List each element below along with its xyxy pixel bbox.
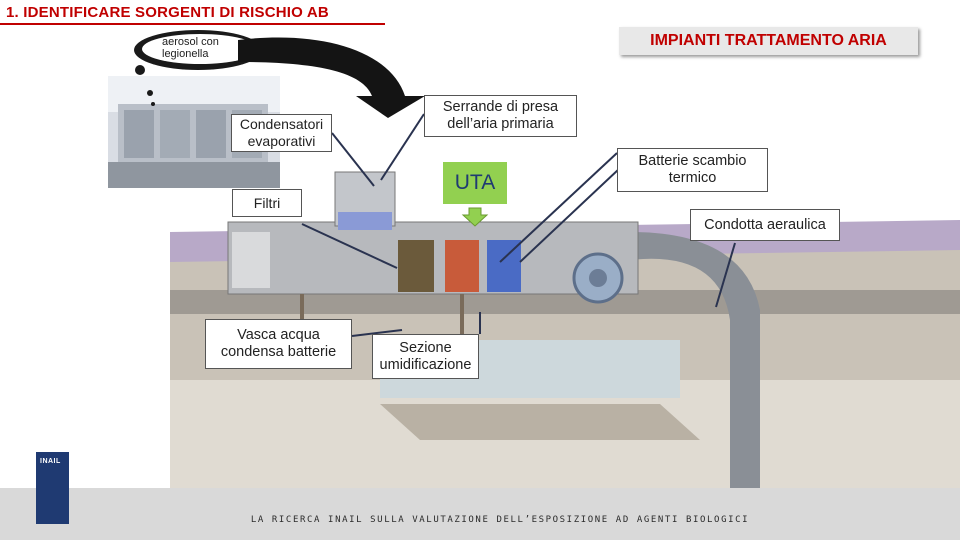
label-condensatori: Condensatori evaporativi <box>231 114 332 152</box>
label-sezione-line1: Sezione <box>380 340 472 357</box>
footer-bar <box>0 488 960 540</box>
aerosol-label-line2: legionella <box>162 48 242 60</box>
label-vasca: Vasca acqua condensa batterie <box>205 319 352 369</box>
label-vasca-line1: Vasca acqua <box>221 327 336 344</box>
label-sezione: Sezione umidificazione <box>372 334 479 379</box>
label-serrande: Serrande di presa dell’aria primaria <box>424 95 577 137</box>
label-filtri: Filtri <box>232 189 302 217</box>
label-condotta: Condotta aeraulica <box>690 209 840 241</box>
footer-caption: LA RICERCA INAIL SULLA VALUTAZIONE DELL’… <box>0 515 960 525</box>
label-condensatori-line1: Condensatori <box>240 116 323 133</box>
label-serrande-line1: Serrande di presa <box>443 99 558 116</box>
aerosol-label-line1: aerosol con <box>162 36 242 48</box>
aerosol-label: aerosol con legionella <box>162 36 242 60</box>
label-batterie-line2: termico <box>639 170 747 187</box>
label-batterie: Batterie scambio termico <box>617 148 768 192</box>
label-serrande-line2: dell’aria primaria <box>443 116 558 133</box>
label-vasca-line2: condensa batterie <box>221 344 336 361</box>
label-condensatori-line2: evaporativi <box>240 133 323 150</box>
label-sezione-line2: umidificazione <box>380 357 472 374</box>
label-uta: UTA <box>443 171 507 195</box>
label-batterie-line1: Batterie scambio <box>639 153 747 170</box>
inail-logo-text: INAIL <box>40 458 61 465</box>
